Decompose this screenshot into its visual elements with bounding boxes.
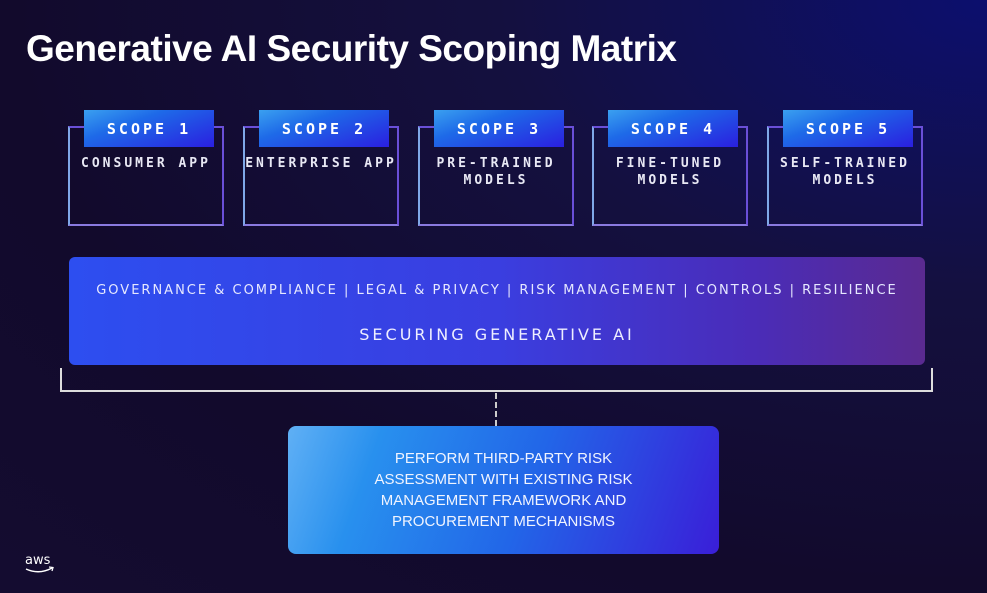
scope-name: SELF-TRAINED MODELS [780, 156, 910, 188]
scope-card-5: SCOPE 5 SELF-TRAINED MODELS [767, 110, 923, 226]
action-text: PERFORM THIRD-PARTY RISK ASSESSMENT WITH… [374, 450, 633, 530]
securing-genai-banner: GOVERNANCE & COMPLIANCE | LEGAL & PRIVAC… [69, 257, 925, 365]
scope-card-1: SCOPE 1 CONSUMER APP [68, 110, 224, 226]
banner-title: SECURING GENERATIVE AI [359, 325, 635, 344]
scope-name: PRE-TRAINED MODELS [436, 156, 556, 188]
slide-title: Generative AI Security Scoping Matrix [26, 28, 677, 69]
svg-text:aws: aws [25, 553, 51, 568]
scope-name: ENTERPRISE APP [245, 156, 397, 171]
scope-label: SCOPE 5 [783, 110, 913, 147]
scope-label: SCOPE 2 [259, 110, 389, 147]
action-box: PERFORM THIRD-PARTY RISK ASSESSMENT WITH… [288, 426, 719, 554]
security-pillars: GOVERNANCE & COMPLIANCE | LEGAL & PRIVAC… [96, 283, 898, 298]
scope-name: FINE-TUNED MODELS [615, 156, 725, 188]
scope-card-2: SCOPE 2 ENTERPRISE APP [243, 110, 399, 226]
dashed-connector [495, 393, 497, 426]
scope-card-4: SCOPE 4 FINE-TUNED MODELS [592, 110, 748, 226]
scope-card-3: SCOPE 3 PRE-TRAINED MODELS [418, 110, 574, 226]
scope-name: CONSUMER APP [81, 156, 211, 171]
aws-logo-icon: aws [25, 553, 54, 573]
scope-label: SCOPE 4 [608, 110, 738, 147]
scope-label: SCOPE 3 [434, 110, 564, 147]
scope-label: SCOPE 1 [84, 110, 214, 147]
bracket-connector [60, 368, 933, 392]
